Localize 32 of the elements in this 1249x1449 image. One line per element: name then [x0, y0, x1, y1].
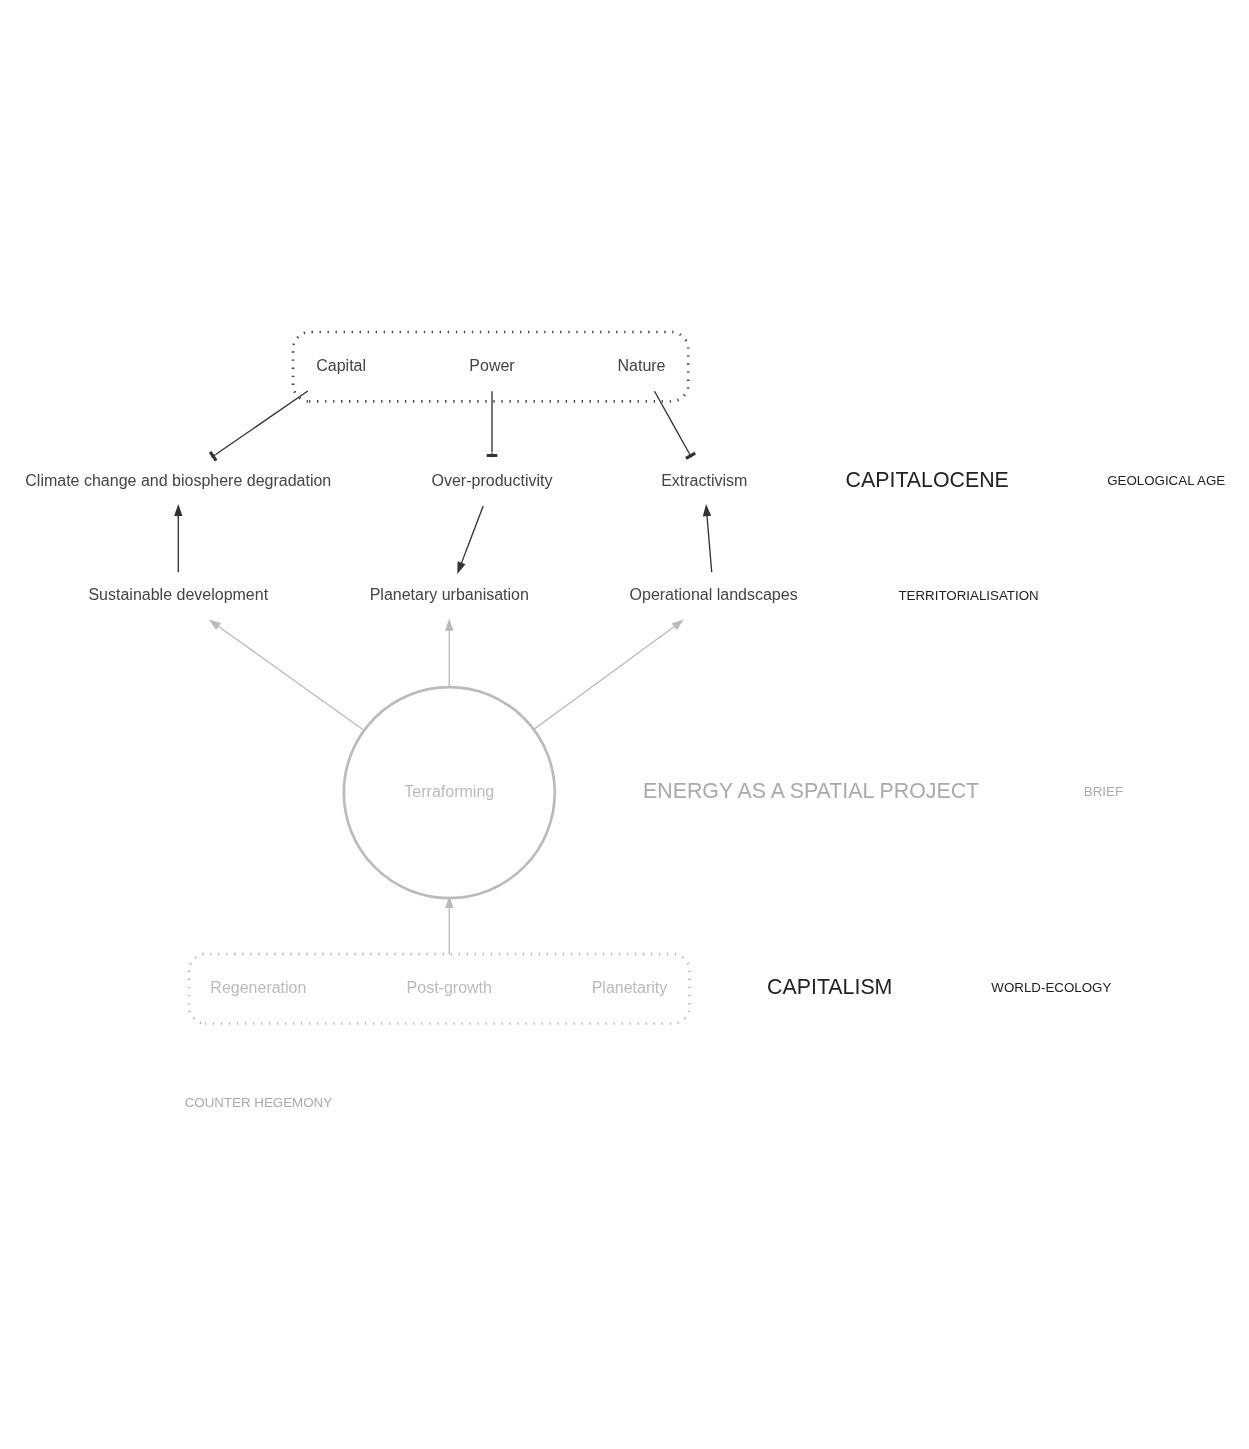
- node-text: Extractivism: [661, 471, 748, 489]
- node-text: Planetarity: [591, 978, 668, 996]
- label: CAPITALOCENE: [845, 467, 1009, 492]
- node-text: Post-growth: [406, 978, 492, 996]
- node-circle: Terraforming: [342, 685, 557, 900]
- label: CAPITALISM: [767, 974, 893, 999]
- arrow: [533, 619, 684, 731]
- node-text: Capital: [316, 356, 367, 374]
- node-text: Planetary urbanisation: [369, 586, 529, 604]
- node-text: Operational landscapes: [629, 586, 798, 604]
- label: TERRITORIALISATION: [898, 587, 1039, 603]
- arrow: [702, 504, 713, 573]
- label: BRIEF: [1083, 783, 1124, 799]
- label: ENERGY AS A SPATIAL PROJECT: [643, 778, 980, 803]
- node-text: Sustainable development: [88, 586, 269, 604]
- node-text: Over-productivity: [431, 471, 553, 489]
- connector: [208, 390, 309, 462]
- connector: [653, 390, 697, 460]
- node-text: Climate change and biosphere degradation: [25, 471, 332, 489]
- cluster: [187, 952, 691, 1025]
- arrow: [445, 896, 454, 955]
- arrow: [457, 505, 484, 575]
- node-text: Regeneration: [210, 978, 307, 996]
- node-text: Power: [469, 356, 515, 374]
- label: WORLD-ECOLOGY: [991, 980, 1112, 996]
- arrow: [174, 504, 183, 573]
- cluster: [291, 330, 690, 403]
- arrow: [445, 618, 454, 688]
- label: COUNTER HEGEMONY: [184, 1094, 333, 1110]
- arrow: [208, 619, 365, 731]
- label: GEOLOGICAL AGE: [1107, 472, 1226, 488]
- node-text: Nature: [617, 356, 666, 374]
